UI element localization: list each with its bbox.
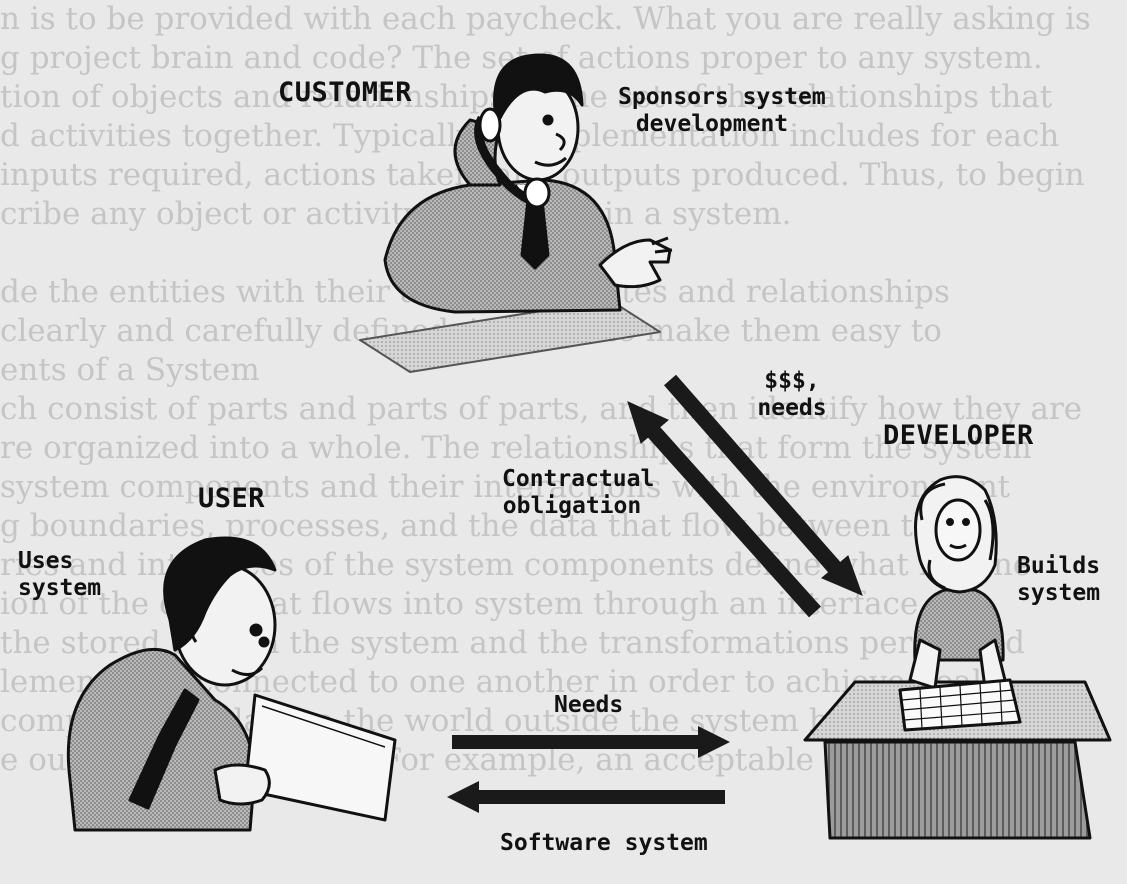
user-description-line-2: system	[18, 575, 102, 602]
flow-label-money-needs-line-1: $$$,	[764, 368, 820, 394]
flow-label-contractual-obligation-line-1: Contractual	[502, 466, 655, 492]
user-description: Uses system	[18, 548, 101, 602]
user-figure	[66, 536, 397, 832]
customer-description: Sponsors system development	[618, 84, 826, 138]
customer-figure	[359, 53, 673, 373]
flow-label-needs: Needs	[554, 692, 624, 718]
arrow-developer-to-user	[447, 781, 725, 813]
flow-label-contractual-obligation: Contractual obligation	[502, 466, 655, 520]
flow-label-money-needs-line-2: needs	[757, 395, 827, 422]
customer-label: CUSTOMER	[278, 77, 413, 108]
arrow-developer-to-customer	[627, 401, 821, 618]
arrow-customer-to-developer	[663, 374, 863, 596]
flow-label-contractual-obligation-line-2: obligation	[502, 493, 642, 520]
flow-label-software-system: Software system	[500, 830, 708, 856]
user-label: USER	[198, 483, 266, 514]
developer-figure	[803, 475, 1112, 840]
developer-description-line-1: Builds	[1017, 553, 1101, 579]
customer-description-line-2: development	[635, 111, 789, 138]
customer-description-line-1: Sponsors system	[618, 84, 826, 110]
flow-label-money-needs: $$$, needs	[752, 368, 832, 422]
developer-description-line-2: system	[1017, 580, 1101, 607]
developer-label: DEVELOPER	[883, 420, 1034, 451]
developer-description: Builds system	[1017, 553, 1100, 607]
user-description-line-1: Uses	[18, 548, 74, 574]
arrow-user-to-developer	[452, 726, 730, 758]
